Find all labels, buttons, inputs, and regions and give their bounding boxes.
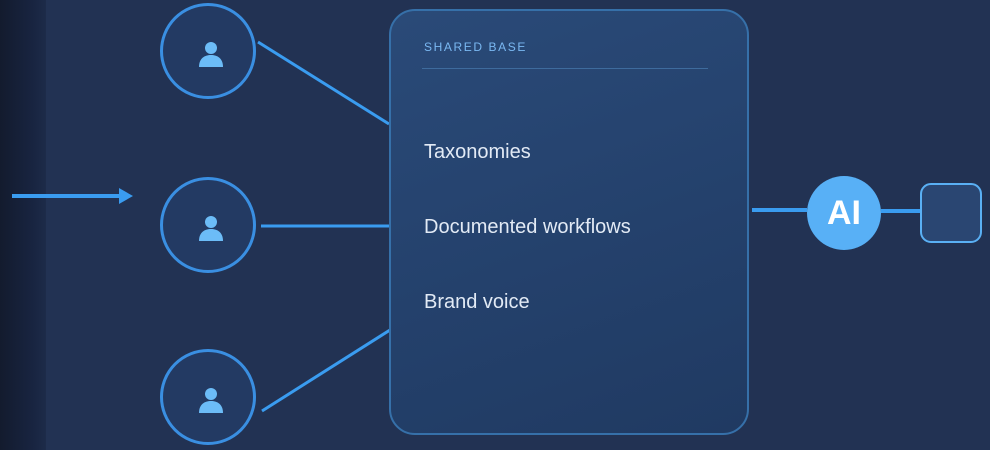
user-icon (199, 42, 223, 67)
base-item-taxonomies: Taxonomies (424, 141, 531, 163)
user-icon (199, 216, 223, 241)
connector-top (257, 40, 390, 126)
base-item-brand-voice: Brand voice (424, 291, 530, 313)
person-node-top (160, 3, 256, 99)
user-icon (199, 388, 223, 413)
ai-badge: AI (807, 176, 881, 250)
shared-base-title: SHARED BASE (424, 40, 527, 54)
shared-base-card: SHARED BASE Taxonomies Documented workfl… (389, 9, 749, 435)
person-node-bottom (160, 349, 256, 445)
connector-bottom (261, 328, 391, 413)
output-box (920, 183, 982, 243)
base-item-documented-workflows: Documented workflows (424, 216, 631, 238)
left-edge-panel (0, 0, 46, 450)
person-node-middle (160, 177, 256, 273)
shared-base-divider (422, 68, 708, 69)
input-arrow-head (119, 188, 133, 204)
